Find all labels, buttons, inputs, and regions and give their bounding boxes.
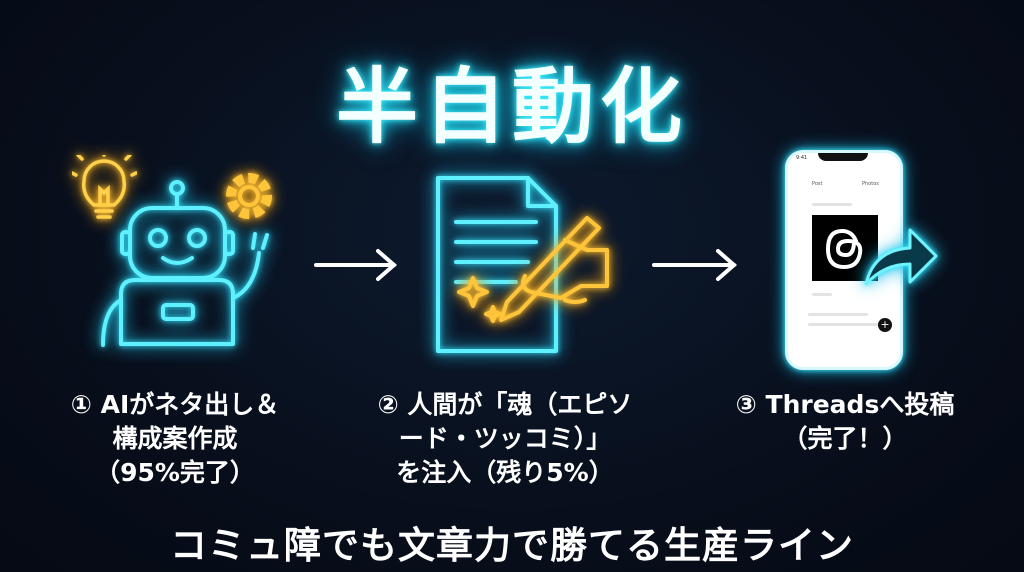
tab-post: Post (812, 181, 823, 187)
document-pen-icon (436, 176, 558, 353)
step-3-caption: ③ Threadsへ投稿 （完了！） (720, 388, 970, 456)
phone-time: 9:41 (796, 155, 808, 161)
hand-pen-icon (457, 216, 609, 323)
phone-notch (818, 153, 868, 161)
page-title: 半自動化 (335, 60, 688, 155)
caption-line: 構成案作成 (112, 424, 238, 453)
caption-line: ① AIがネタ出し＆ (70, 390, 280, 419)
caption-line: ード・ツッコミ）」 (398, 424, 612, 453)
arrow-right-icon (314, 249, 398, 281)
lightbulb-icon (72, 155, 137, 219)
caption-line: （95%完了） (95, 458, 255, 487)
step-2-caption: ② 人間が「魂（エピソ ード・ツッコミ）」 を注入（残り5%） (360, 388, 650, 490)
arrow-right-icon (652, 249, 738, 281)
compose-button: + (878, 318, 892, 332)
threads-logo (812, 215, 878, 281)
step-1-caption: ① AIがネタ出し＆ 構成案作成 （95%完了） (40, 388, 310, 490)
footer-tagline: コミュ障でも文章力で勝てる生産ライン (170, 524, 854, 567)
caption-line: を注入（残り5%） (396, 458, 614, 487)
gear-icon (226, 173, 272, 219)
tab-photos: Photos (862, 181, 879, 187)
share-arrow-icon (864, 228, 938, 286)
caption-line: ② 人間が「魂（エピソ (377, 390, 633, 419)
robot-icon (101, 180, 269, 347)
caption-line: ③ Threadsへ投稿 (735, 390, 955, 419)
caption-line: （完了！） (782, 424, 908, 453)
